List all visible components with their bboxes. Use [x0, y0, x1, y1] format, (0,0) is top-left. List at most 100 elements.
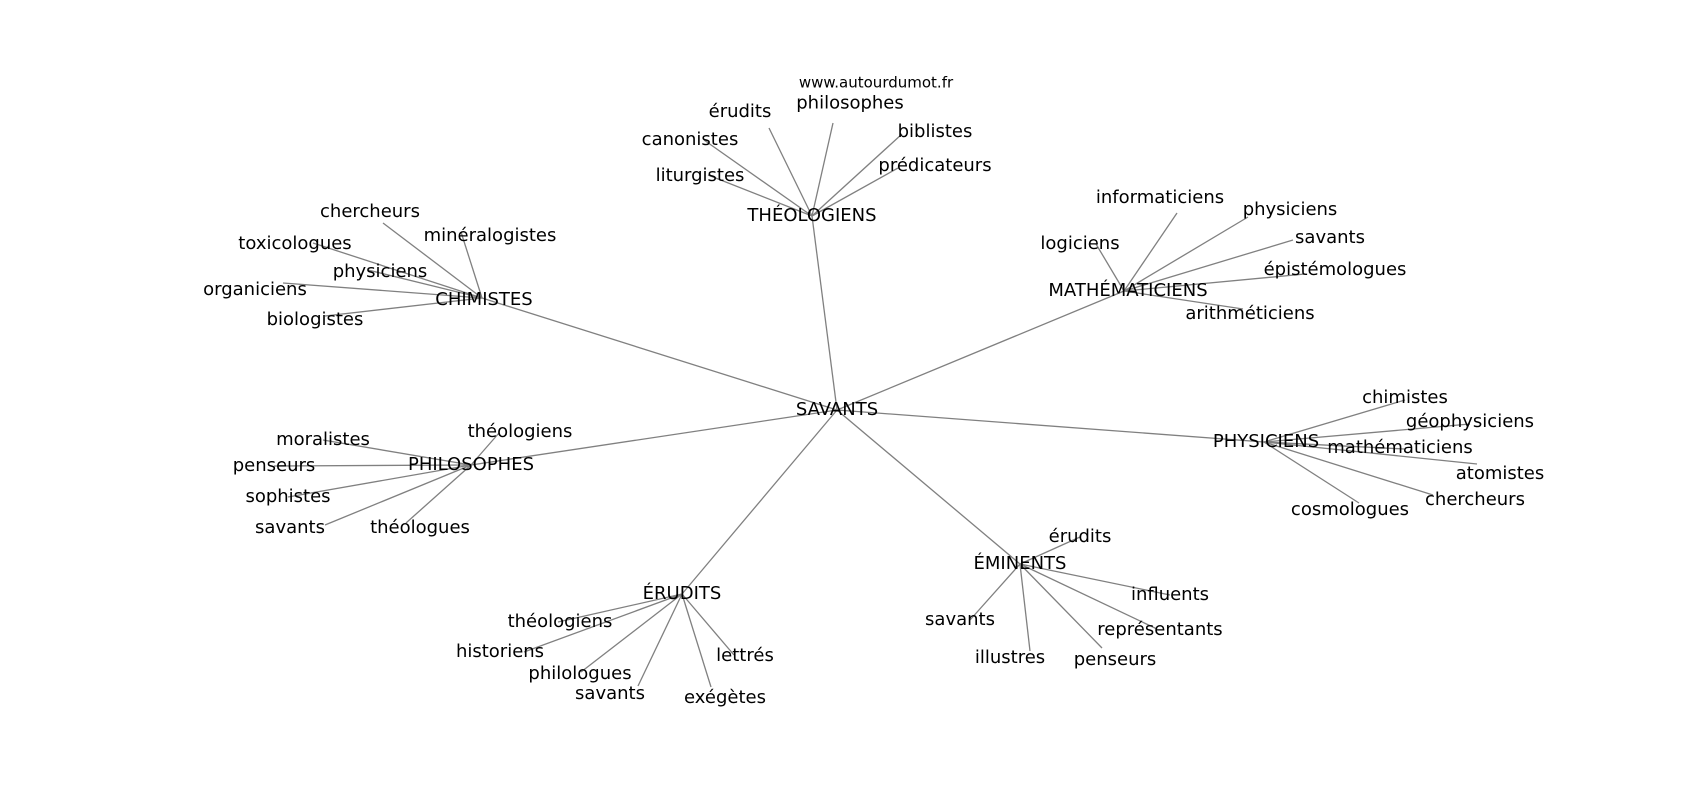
leaf-node: chimistes: [1362, 387, 1448, 408]
leaf-node: minéralogistes: [424, 225, 557, 246]
edge-chimistes-leaf-1: [460, 231, 483, 299]
edge-mathematiciens-leaf-1: [1123, 216, 1249, 292]
edge-physiciens-leaf-4: [1263, 441, 1360, 504]
leaf-node: mathématiciens: [1327, 437, 1473, 458]
leaf-node: savants: [1295, 227, 1365, 248]
edge-mathematiciens-leaf-2: [1095, 243, 1125, 292]
edge-philosophes-leaf-5: [405, 464, 472, 524]
edge-chimistes-leaf-4: [282, 282, 483, 299]
edge-chimistes-leaf-5: [324, 297, 483, 317]
edge-mathematiciens-leaf-5: [1123, 290, 1244, 310]
edge-chimistes-leaf-3: [367, 269, 483, 299]
edges-layer: [273, 122, 1478, 688]
edge-philosophes-leaf-1: [470, 432, 500, 466]
leaf-node: chercheurs: [320, 201, 420, 222]
edge-theologiens-leaf-2: [768, 127, 813, 217]
leaf-node: arithméticiens: [1185, 303, 1314, 324]
edge-physiciens-leaf-0: [1263, 399, 1406, 443]
leaf-node: penseurs: [233, 455, 316, 476]
node-eminents: ÉMINENTS: [974, 552, 1067, 574]
edge-mathematiciens-leaf-4: [1123, 273, 1306, 292]
edge-eminents-leaf-5: [1019, 563, 1103, 649]
leaf-node: représentants: [1097, 619, 1222, 640]
leaf-node: érudits: [1049, 526, 1112, 547]
edge-chimistes-leaf-0: [382, 222, 483, 299]
edge-philosophes-leaf-3: [287, 464, 472, 498]
edge-theologiens-leaf-5: [811, 167, 899, 217]
leaf-node: historiens: [456, 641, 544, 662]
leaf-node: théologiens: [468, 421, 573, 442]
leaf-node: savants: [925, 609, 995, 630]
edge-eminents-leaf-2: [969, 563, 1021, 621]
edge-eminents-leaf-0: [1019, 536, 1081, 565]
node-physiciens: PHYSICIENS: [1213, 431, 1319, 452]
leaf-node: théologues: [370, 517, 470, 538]
edge-savants-physiciens: [836, 409, 1265, 443]
leaf-node: sophistes: [245, 486, 330, 507]
leaf-node: prédicateurs: [878, 155, 991, 176]
edge-savants-philosophes: [470, 409, 838, 466]
edge-physiciens-leaf-2: [1263, 441, 1405, 450]
leaf-node: érudits: [709, 101, 772, 122]
edge-savants-erudits: [681, 409, 838, 595]
edge-savants-eminents: [836, 409, 1021, 565]
leaf-node: penseurs: [1074, 649, 1157, 670]
watermark-text: www.autourdumot.fr: [799, 74, 954, 92]
edge-eminents-leaf-3: [1019, 563, 1158, 630]
leaf-node: logiciens: [1040, 233, 1119, 254]
edge-erudits-leaf-3: [637, 593, 683, 687]
edge-erudits-leaf-0: [557, 593, 683, 623]
leaf-node: épistémologues: [1264, 259, 1407, 280]
leaf-node: savants: [255, 517, 325, 538]
leaf-node: illustres: [975, 647, 1045, 668]
leaf-node: philosophes: [796, 93, 904, 114]
leaf-node: atomistes: [1456, 463, 1545, 484]
edge-physiciens-leaf-3: [1263, 441, 1478, 465]
leaf-node: biblistes: [898, 121, 973, 142]
node-philosophes: PHILOSOPHES: [408, 454, 534, 475]
edge-philosophes-leaf-2: [273, 464, 472, 467]
edge-physiciens-leaf-5: [1263, 441, 1434, 496]
edge-theologiens-leaf-3: [811, 122, 834, 217]
edge-philosophes-leaf-4: [324, 464, 472, 526]
leaf-node: informaticiens: [1096, 187, 1224, 208]
edge-theologiens-leaf-4: [811, 133, 903, 217]
edge-chimistes-leaf-2: [312, 242, 483, 299]
edge-eminents-leaf-1: [1019, 563, 1171, 596]
leaf-node: influents: [1131, 584, 1209, 605]
leaf-node: géophysiciens: [1406, 411, 1534, 432]
node-savants: SAVANTS: [796, 399, 878, 420]
leaf-node: lettrés: [716, 645, 774, 666]
edge-physiciens-leaf-1: [1263, 423, 1471, 443]
leaf-node: organiciens: [203, 279, 307, 300]
edge-mathematiciens-leaf-0: [1123, 212, 1178, 292]
edge-theologiens-leaf-0: [703, 139, 813, 217]
edge-erudits-leaf-2: [580, 593, 683, 673]
edge-erudits-leaf-5: [681, 593, 712, 688]
edge-savants-chimistes: [481, 297, 838, 411]
leaf-node: toxicologues: [238, 233, 351, 254]
leaf-node: chercheurs: [1425, 489, 1525, 510]
leaf-node: biologistes: [267, 309, 364, 330]
edge-savants-theologiens: [811, 215, 838, 411]
leaf-node: cosmologues: [1291, 499, 1409, 520]
leaf-node: théologiens: [508, 611, 613, 632]
edge-erudits-leaf-4: [681, 593, 735, 656]
node-mathematiciens: MATHÉMATICIENS: [1048, 279, 1207, 301]
leaf-node: savants: [575, 683, 645, 704]
leaf-node: physiciens: [333, 261, 428, 282]
edge-savants-mathematiciens: [836, 290, 1125, 411]
node-theologiens: THÉOLOGIENS: [746, 204, 876, 226]
edge-philosophes-leaf-0: [322, 439, 472, 466]
leaf-node: liturgistes: [656, 165, 745, 186]
edge-theologiens-leaf-1: [707, 174, 813, 217]
node-chimistes: CHIMISTES: [435, 289, 532, 310]
node-erudits: ÉRUDITS: [643, 582, 722, 604]
leaf-node: canonistes: [642, 129, 739, 150]
edge-eminents-leaf-4: [1019, 563, 1031, 652]
edge-mathematiciens-leaf-3: [1123, 239, 1294, 292]
leaf-node: exégètes: [684, 687, 766, 708]
edge-erudits-leaf-1: [523, 593, 683, 653]
